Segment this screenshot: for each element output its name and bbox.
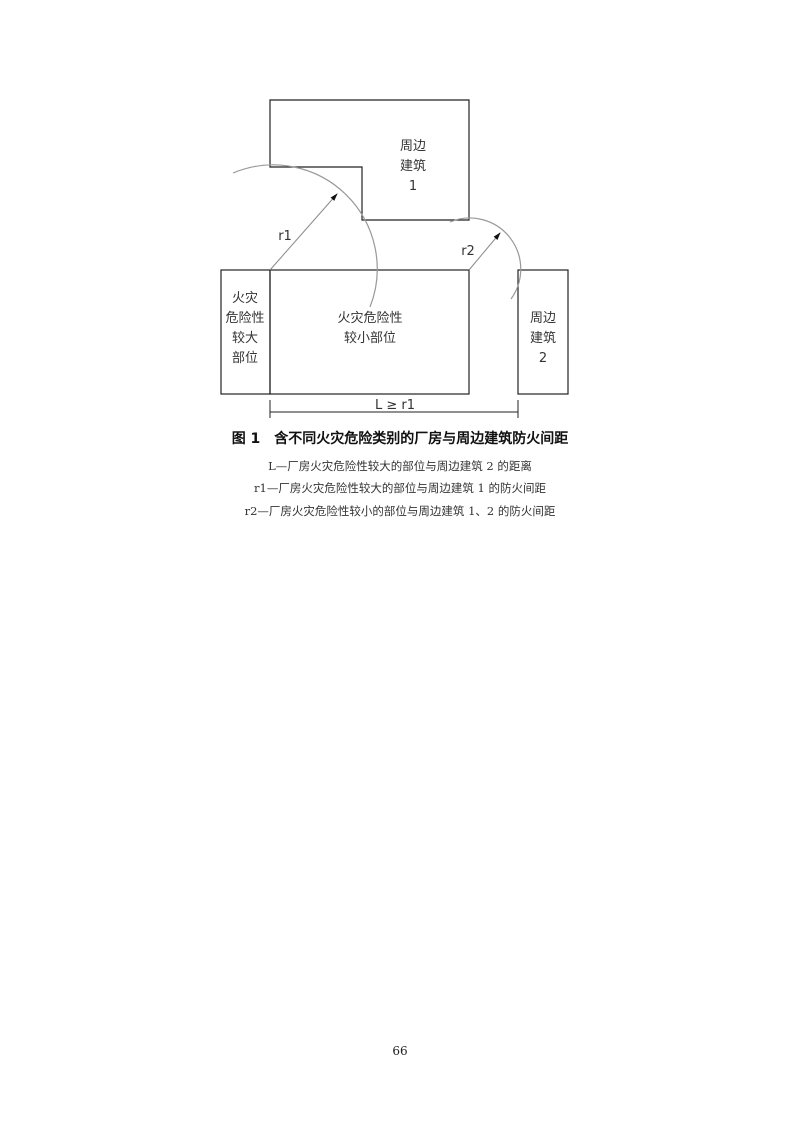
building-1-label-line2: 建筑 — [400, 158, 426, 174]
page-number: 66 — [392, 1044, 408, 1058]
building-2-label-line3: 2 — [539, 351, 547, 366]
high-risk-label-line1: 火灾 — [232, 290, 258, 306]
r1-arc — [232, 164, 378, 308]
legend-note-r2: r2—厂房火灾危险性较小的部位与周边建筑 1、2 的防火间距 — [244, 504, 556, 518]
r1-label: r1 — [278, 229, 292, 244]
legend-note-r1: r1—厂房火灾危险性较大的部位与周边建筑 1 的防火间距 — [254, 481, 546, 495]
r2-arc — [449, 217, 522, 300]
low-risk-label-line2: 较小部位 — [344, 331, 396, 346]
high-risk-label-line4: 部位 — [232, 351, 258, 366]
building-2-label-line1: 周边 — [530, 311, 556, 326]
legend-note-L: L—厂房火灾危险性较大的部位与周边建筑 2 的距离 — [268, 459, 532, 473]
dimension-line — [269, 400, 519, 418]
r2-radius-arrow — [468, 232, 501, 271]
dimension-label: L ≥ r1 — [375, 398, 415, 413]
r1-radius-arrow — [269, 193, 338, 271]
r2-label: r2 — [461, 244, 475, 259]
building-2-outline — [517, 269, 569, 395]
low-risk-label-line1: 火灾危险性 — [337, 310, 402, 326]
figure-title: 图 1 含不同火灾危险类别的厂房与周边建筑防火间距 — [231, 431, 569, 447]
building-1-outline — [269, 99, 470, 221]
high-risk-label-line2: 危险性 — [225, 311, 264, 326]
high-risk-label-line3: 较大 — [232, 331, 258, 346]
building-2-label-line2: 建筑 — [530, 330, 556, 346]
fire-spacing-diagram: 周边 建筑 1 火灾 危险性 较大 部位 火灾危险性 较小部位 周边 建筑 2 … — [220, 99, 569, 418]
low-risk-section — [269, 269, 470, 395]
building-1-label-line1: 周边 — [400, 139, 426, 154]
building-1-label-line3: 1 — [409, 179, 417, 194]
